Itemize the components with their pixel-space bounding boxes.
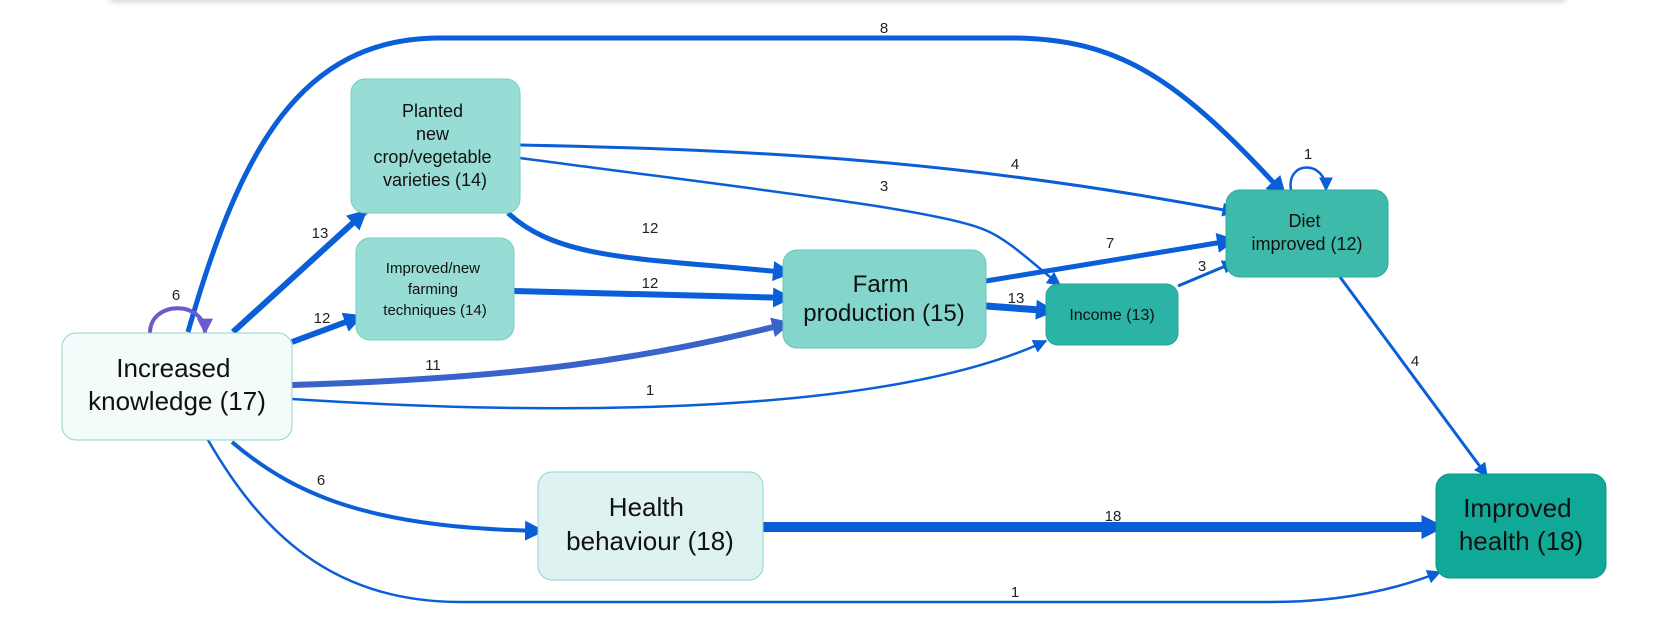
edge-techniques-to-farm [513,287,793,308]
node-label-income: Income (13) [1069,307,1154,324]
edge-income-to-diet [1177,260,1237,288]
edge-diet-self-loop [1289,166,1333,192]
edge-label-planted-to-farm: 12 [642,220,659,237]
nodes: Increased knowledge (17) Planted new cro… [61,78,1607,581]
edge-label-knowledge-to-planted: 13 [312,225,329,242]
edge-planted-to-farm [506,211,793,282]
edge-label-techniques-to-farm: 12 [642,275,659,292]
edge-label-knowledge-to-improved-health: 1 [1011,584,1019,601]
edge-label-knowledge-to-diet: 8 [880,20,888,37]
edge-label-farm-to-diet: 7 [1106,235,1114,252]
node-health-behaviour[interactable]: Health behaviour (18) [537,471,764,581]
edge-label-planted-to-diet: 4 [1011,156,1019,173]
node-increased-knowledge[interactable]: Increased knowledge (17) [61,332,293,441]
node-label-farm-production: Farm production (15) [803,271,964,327]
edge-label-knowledge-to-income: 1 [646,382,654,399]
edge-knowledge-to-planted [230,208,369,335]
edge-label-farm-to-income: 13 [1008,290,1025,307]
edges: 8 6 13 12 11 1 6 1 12 4 3 12 [148,20,1489,604]
edge-farm-to-diet [985,233,1237,284]
node-label-improved-health: Improved health (18) [1459,493,1583,556]
node-income[interactable]: Income (13) [1045,283,1179,346]
edge-label-diet-self-loop: 1 [1304,146,1312,163]
node-label-diet-improved: Diet improved (12) [1251,211,1362,254]
edge-knowledge-to-income [291,339,1048,410]
edge-label-knowledge-to-techniques: 12 [314,310,331,327]
edge-label-health-behaviour-to-improved-health: 18 [1105,508,1122,525]
node-improved-health[interactable]: Improved health (18) [1435,473,1607,579]
node-planted-new-crops[interactable]: Planted new crop/vegetable varieties (14… [350,78,521,214]
edge-knowledge-to-farm [291,317,792,388]
edge-farm-to-income [985,299,1056,320]
edge-planted-to-income [519,156,1062,286]
edge-label-knowledge-self-loop: 6 [172,287,180,304]
edge-label-diet-to-improved-health: 4 [1411,353,1419,370]
node-label-improved-farming-techniques: Improved/new farming techniques (14) [383,260,486,319]
edge-label-knowledge-to-health-behaviour: 6 [317,472,325,489]
edge-diet-to-improved-health [1338,276,1489,478]
edge-label-planted-to-income: 3 [880,178,888,195]
node-label-planted-new-crops: Planted new crop/vegetable varieties (14… [373,101,496,190]
node-diet-improved[interactable]: Diet improved (12) [1225,189,1389,278]
edge-knowledge-to-improved-health [206,439,1442,604]
edge-knowledge-to-health-behaviour [230,440,545,541]
node-farm-production[interactable]: Farm production (15) [782,249,987,349]
node-label-health-behaviour: Health behaviour (18) [566,492,734,556]
node-improved-farming-techniques[interactable]: Improved/new farming techniques (14) [355,237,515,341]
edge-label-income-to-diet: 3 [1198,258,1206,275]
node-label-increased-knowledge: Increased knowledge (17) [88,353,266,416]
edge-knowledge-self-loop [148,306,213,335]
edge-label-knowledge-to-farm: 11 [425,357,441,374]
edge-knowledge-to-techniques [290,312,364,345]
edge-knowledge-to-diet [185,35,1287,333]
edge-planted-to-diet [519,143,1237,217]
